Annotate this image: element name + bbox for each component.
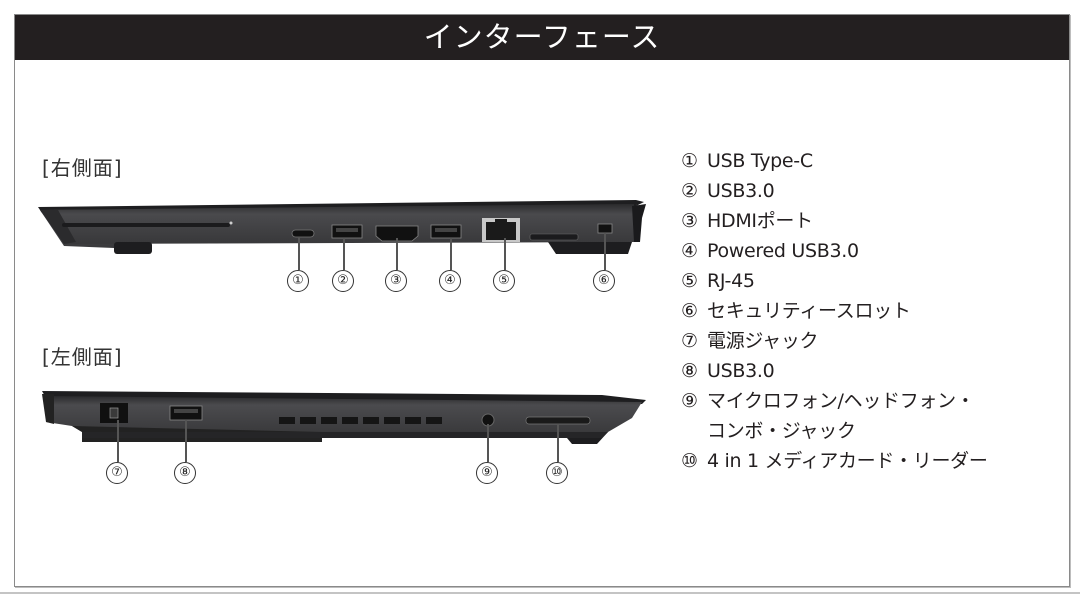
right-side-label: [右側面] (42, 156, 123, 180)
title-bar: インターフェース (15, 15, 1069, 60)
leader-line-1 (298, 237, 300, 270)
callout-4: ④ (439, 270, 461, 292)
callout-9: ⑨ (476, 462, 498, 484)
leader-line-10 (557, 424, 559, 462)
leader-line-6 (604, 233, 606, 270)
callout-5: ⑤ (493, 270, 515, 292)
callout-8: ⑧ (174, 462, 196, 484)
interface-panel: インターフェース (14, 14, 1070, 587)
leader-line-7 (117, 420, 119, 462)
legend-item-continuation: コンボ・ジャック (707, 420, 856, 442)
bottom-divider (0, 592, 1080, 594)
left-side-label: [左側面] (42, 345, 123, 369)
callout-10: ⑩ (546, 462, 568, 484)
callout-1: ① (287, 270, 309, 292)
leader-line-5 (504, 238, 506, 270)
callout-3: ③ (385, 270, 407, 292)
leader-line-8 (185, 420, 187, 462)
leader-line-3 (396, 238, 398, 270)
laptop-left-side-image (42, 391, 646, 444)
callout-6: ⑥ (593, 270, 615, 292)
page-title: インターフェース (423, 20, 661, 54)
callout-2: ② (332, 270, 354, 292)
leader-line-4 (450, 238, 452, 270)
leader-line-9 (487, 424, 489, 462)
leader-line-2 (343, 238, 345, 270)
laptop-right-side-image (38, 200, 646, 254)
callout-7: ⑦ (106, 462, 128, 484)
